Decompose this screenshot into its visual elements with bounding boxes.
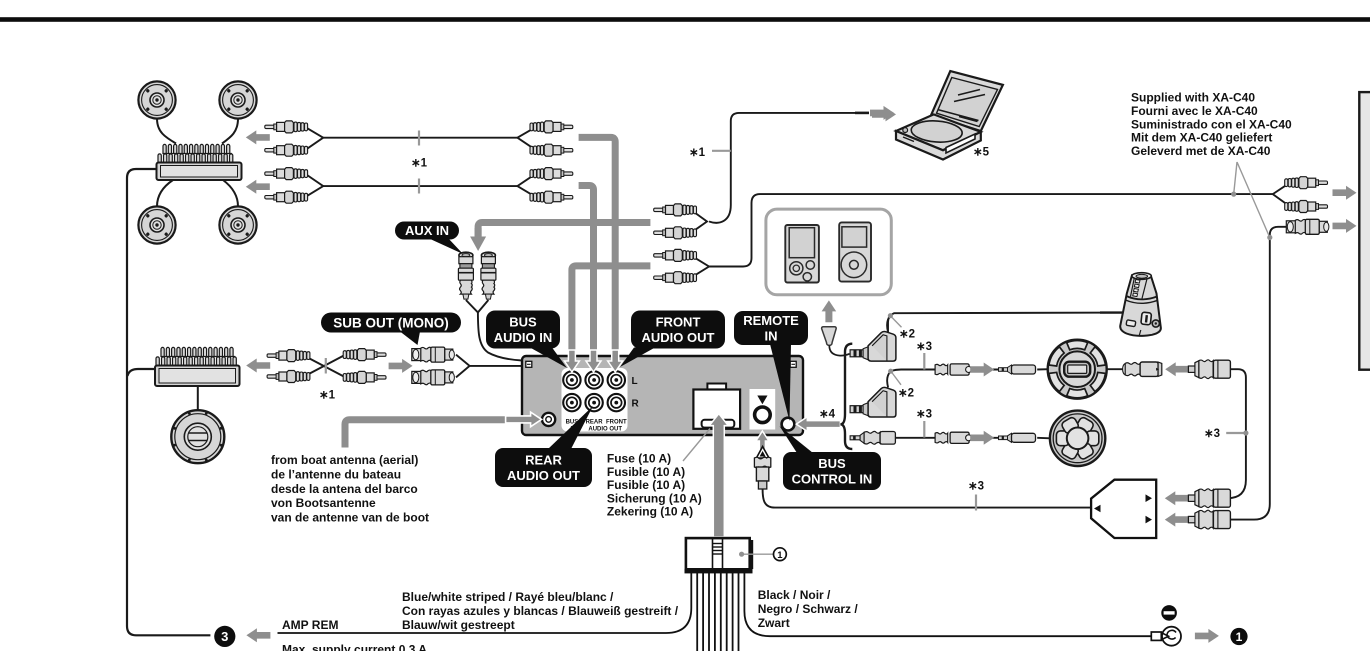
svg-text:REMOTE: REMOTE (743, 313, 799, 328)
svg-text:∗2: ∗2 (898, 388, 914, 400)
svg-text:∗3: ∗3 (1204, 428, 1220, 440)
svg-text:REAR: REAR (586, 419, 604, 425)
svg-text:Sicherung (10 A): Sicherung (10 A) (607, 491, 702, 505)
svg-text:REAR: REAR (525, 453, 562, 468)
svg-text:Fourni avec le XA-C40: Fourni avec le XA-C40 (1131, 104, 1258, 118)
svg-text:∗1: ∗1 (689, 147, 706, 159)
svg-text:Geleverd met de XA-C40: Geleverd met de XA-C40 (1131, 144, 1271, 158)
svg-text:∗1: ∗1 (411, 158, 428, 170)
svg-text:Fuse (10 A): Fuse (10 A) (607, 452, 671, 466)
svg-text:1: 1 (1236, 630, 1243, 644)
svg-text:Blue/white striped / Rayé bleu: Blue/white striped / Rayé bleu/blanc / (402, 590, 614, 604)
svg-text:Fusible (10 A): Fusible (10 A) (607, 465, 685, 479)
svg-text:∗1: ∗1 (319, 390, 336, 402)
svg-text:Suministrado con el XA-C40: Suministrado con el XA-C40 (1131, 117, 1292, 131)
svg-text:AUDIO OUT: AUDIO OUT (642, 330, 715, 345)
svg-text:Supplied with XA-C40: Supplied with XA-C40 (1131, 91, 1255, 105)
svg-text:∗5: ∗5 (973, 147, 990, 159)
svg-text:3: 3 (221, 629, 228, 644)
svg-text:∗3: ∗3 (916, 341, 932, 353)
svg-text:desde la antena del barco: desde la antena del barco (271, 482, 418, 496)
svg-text:Zekering (10 A): Zekering (10 A) (607, 505, 693, 519)
svg-text:IN: IN (765, 328, 778, 343)
svg-text:BUS: BUS (818, 456, 846, 471)
svg-text:R: R (632, 398, 640, 409)
svg-text:Zwart: Zwart (758, 616, 790, 630)
svg-text:BUS: BUS (509, 315, 537, 330)
svg-text:FRONT: FRONT (656, 315, 701, 330)
svg-text:BUS: BUS (566, 419, 579, 425)
svg-text:AMP REM: AMP REM (282, 618, 338, 632)
svg-text:van de antenne van de boot: van de antenne van de boot (271, 511, 429, 525)
svg-text:∗3: ∗3 (916, 409, 932, 421)
svg-text:∗4: ∗4 (819, 409, 836, 421)
svg-text:Con rayas azules y blancas / B: Con rayas azules y blancas / Blauweiß ge… (402, 604, 679, 618)
svg-text:∗3: ∗3 (968, 481, 984, 493)
svg-text:L: L (632, 376, 638, 387)
svg-text:Max. supply current 0.3 A: Max. supply current 0.3 A (282, 643, 427, 651)
svg-text:∗2: ∗2 (899, 329, 915, 341)
svg-text:Black / Noir /: Black / Noir / (758, 588, 831, 602)
svg-text:FRONT: FRONT (606, 419, 627, 425)
svg-text:AUDIO OUT: AUDIO OUT (507, 468, 580, 483)
svg-text:AUX IN: AUX IN (405, 223, 449, 238)
svg-text:von Bootsantenne: von Bootsantenne (271, 496, 376, 510)
svg-text:Negro / Schwarz /: Negro / Schwarz / (758, 602, 859, 616)
svg-text:AUDIO IN: AUDIO IN (494, 330, 553, 345)
svg-text:Fusible (10 A): Fusible (10 A) (607, 478, 685, 492)
svg-text:SUB OUT (MONO): SUB OUT (MONO) (333, 315, 449, 330)
svg-text:Blauw/wit gestreept: Blauw/wit gestreept (402, 618, 515, 632)
svg-text:AUDIO OUT: AUDIO OUT (588, 426, 622, 432)
svg-text:CONTROL IN: CONTROL IN (792, 471, 873, 486)
svg-text:from boat antenna (aerial): from boat antenna (aerial) (271, 453, 418, 467)
svg-text:de l’antenne du bateau: de l’antenne du bateau (271, 467, 401, 481)
svg-text:1: 1 (777, 550, 783, 561)
svg-text:Mit dem XA-C40 geliefert: Mit dem XA-C40 geliefert (1131, 131, 1272, 145)
